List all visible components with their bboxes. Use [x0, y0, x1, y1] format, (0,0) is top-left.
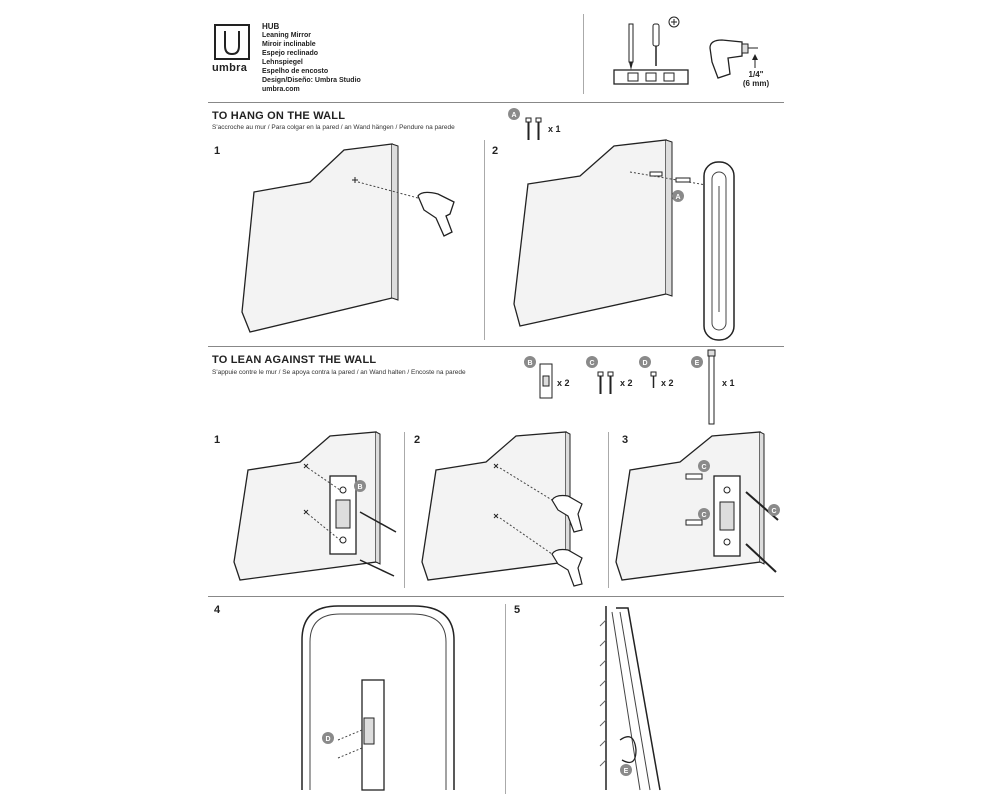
umbra-logo-mark	[214, 24, 250, 60]
drill-bit-inch: 1/4"	[748, 70, 764, 79]
product-line: Espelho de encosto	[262, 68, 329, 75]
part-quantity: x 2	[620, 378, 633, 388]
part-quantity: x 2	[557, 378, 570, 388]
mirror-side-view	[599, 606, 661, 791]
part-quantity: x 1	[548, 124, 561, 134]
drill-icon	[551, 494, 583, 533]
guide-line	[307, 513, 341, 541]
guide-line	[307, 467, 341, 491]
product-line: Espejo reclinado	[262, 50, 319, 57]
badge-letter: B	[527, 360, 532, 367]
badge-letter: A	[511, 112, 516, 119]
badge-letter: C	[701, 512, 706, 519]
lean-step-number: 5	[514, 604, 521, 616]
cable-tie-icon: E	[619, 736, 637, 776]
cable-tie-icon: E	[691, 349, 716, 425]
wall-panel	[241, 143, 399, 333]
lean-section-subtitle: S'appuie contre le mur / Se apoya contra…	[212, 369, 466, 376]
guide-line	[499, 467, 553, 501]
product-line: umbra.com	[262, 86, 300, 93]
badge-letter: C	[701, 464, 706, 471]
drill-icon	[551, 548, 583, 587]
wall-panel	[513, 139, 673, 327]
bracket-part-icon: B	[524, 356, 553, 399]
screw-anchor-icon: C	[586, 356, 614, 394]
bracket-icon	[713, 475, 741, 557]
screwdriver-icon	[652, 16, 680, 66]
bracket-icon	[329, 475, 357, 555]
screw-anchor-icon: A	[649, 171, 691, 202]
badge-letter: C	[589, 360, 594, 367]
product-line: Lehnspiegel	[262, 59, 303, 66]
guide-line	[357, 181, 419, 199]
u-glyph-icon	[224, 31, 240, 56]
lean-step-number: 2	[414, 434, 421, 446]
section-divider	[208, 596, 784, 597]
mirror-edge	[703, 161, 735, 341]
badge-letter: D	[642, 360, 647, 367]
drill-hole-mark	[303, 463, 309, 515]
wall-panel	[233, 431, 381, 581]
drill-hole-mark	[493, 463, 499, 519]
lean-step-number: 3	[622, 434, 629, 446]
header-divider	[583, 14, 584, 94]
pencil-icon	[359, 511, 397, 533]
guide-line	[499, 517, 553, 555]
pencil-icon	[359, 559, 395, 577]
step-divider	[505, 604, 506, 794]
wall-panel	[615, 431, 765, 581]
lean-step-number: 4	[214, 604, 221, 616]
drill-icon	[417, 191, 455, 237]
hang-section-subtitle: S'accroche au mur / Para colgar en la pa…	[212, 124, 455, 131]
guide-line	[337, 747, 363, 759]
hang-step-number: 1	[214, 145, 221, 157]
section-divider	[208, 102, 784, 103]
step-divider	[404, 432, 405, 588]
pencil-icon	[628, 23, 634, 70]
product-line: Leaning Mirror	[262, 32, 312, 39]
hang-step-number: 2	[492, 145, 499, 157]
screw-icon: D	[639, 356, 657, 388]
product-info: HUB Leaning Mirror Miroir inclinable Esp…	[262, 22, 361, 94]
product-title: HUB	[262, 22, 280, 31]
step-divider	[608, 432, 609, 588]
badge-letter: D	[325, 736, 330, 743]
product-line: Design/Diseño: Umbra Studio	[262, 77, 361, 84]
wall-bracket-post	[361, 679, 385, 791]
drill-bit-size: 1/4" (6 mm)	[736, 70, 776, 88]
badge-letter: B	[357, 484, 362, 491]
screw-anchor-icon: C C C	[685, 460, 780, 573]
lean-section-title: TO LEAN AGAINST THE WALL	[212, 354, 377, 366]
badge-letter: C	[771, 508, 776, 515]
screw-anchor-icon: A	[508, 108, 542, 140]
section-divider	[208, 346, 784, 347]
badge-letter: E	[624, 768, 629, 775]
part-quantity: x 1	[722, 378, 735, 388]
wall-panel	[421, 431, 571, 581]
step-divider	[484, 140, 485, 340]
brand-name: umbra	[212, 62, 248, 74]
badge-letter: A	[675, 194, 680, 201]
badge-letter: E	[695, 360, 700, 367]
level-icon	[613, 69, 689, 85]
part-quantity: x 2	[661, 378, 674, 388]
guide-line	[337, 729, 363, 741]
mirror-frame	[301, 605, 455, 790]
lean-step-number: 1	[214, 434, 221, 446]
product-line: Miroir inclinable	[262, 41, 316, 48]
drill-hole-mark	[352, 177, 358, 183]
hang-section-title: TO HANG ON THE WALL	[212, 110, 346, 122]
guide-line	[629, 171, 713, 187]
drill-bit-mm: (6 mm)	[742, 79, 770, 88]
